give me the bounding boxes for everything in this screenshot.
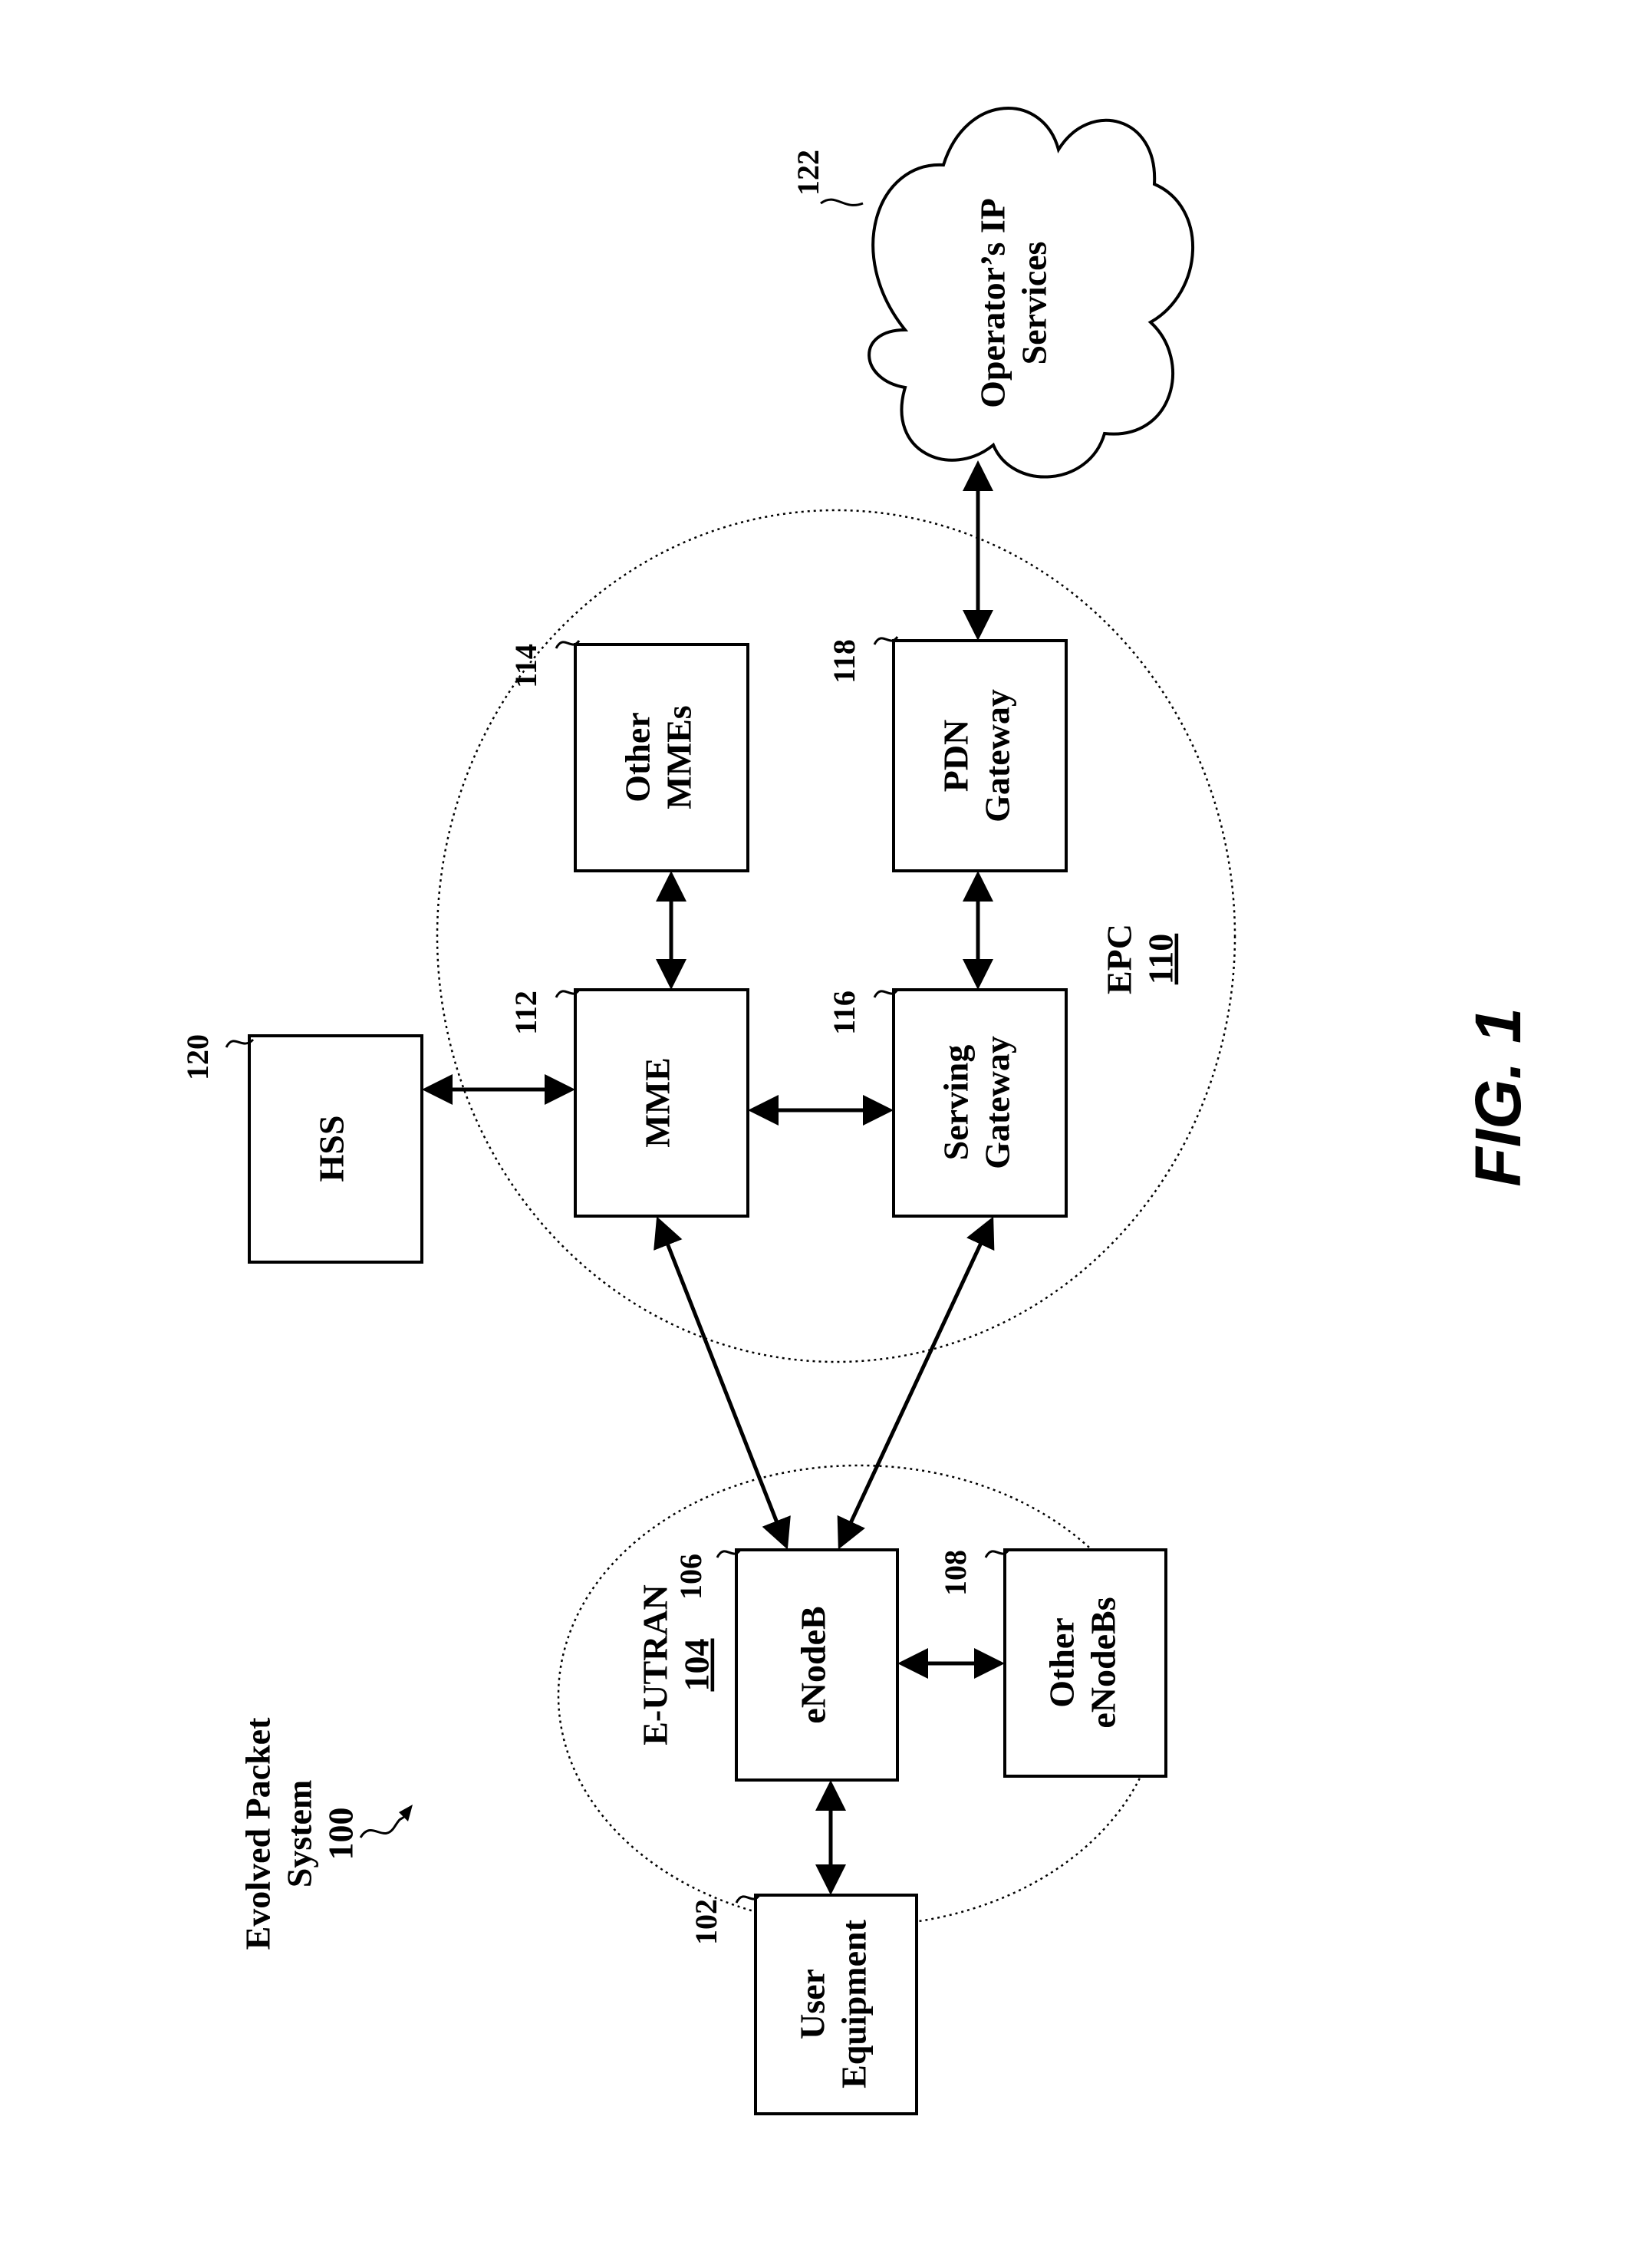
ref-118: 118 [827,639,861,684]
eutran-ref: 104 [677,1639,716,1692]
other-mmes-label-line2: MMEs [660,705,699,809]
ref-102: 102 [689,1899,723,1945]
ip-services-label-line2: Services [1015,242,1054,365]
pdn-gateway-label-line2: Gateway [978,689,1017,822]
ref-112: 112 [509,991,543,1035]
ref-120: 120 [180,1034,215,1080]
mme-enodeb-link [658,1220,786,1546]
epc-label: EPC [1100,924,1139,994]
figure-label: FIG. 1 [1462,1007,1534,1186]
pdn-gateway-label-line1: PDN [937,720,976,793]
user-equipment-label-line2: Equipment [835,1919,874,2088]
serving-gateway-label-line1: Serving [937,1045,976,1161]
system-label-line1: Evolved Packet [239,1717,278,1950]
other-enodebs-label-line1: Other [1042,1617,1082,1708]
system-pointer-arrow [361,1815,407,1838]
ref-114: 114 [509,644,543,688]
other-mmes-label-line1: Other [618,712,657,803]
epc-ref: 110 [1141,934,1180,984]
system-ref: 100 [321,1808,361,1861]
mme-label: MME [638,1057,677,1148]
ip-services-label-line1: Operator’s IP [973,198,1012,408]
other-enodebs-label-line2: eNodeBs [1084,1597,1123,1728]
ref-106: 106 [673,1554,708,1600]
ref-108: 108 [938,1550,973,1596]
eutran-label: E-UTRAN [636,1584,675,1746]
user-equipment-label-line1: User [793,1969,832,2039]
serving-gateway-label-line2: Gateway [978,1036,1017,1169]
ref-leader-122 [821,199,863,205]
sgw-enodeb-link [840,1220,992,1546]
system-label-line2: System [280,1780,319,1888]
enodeb-label: eNodeB [794,1606,833,1723]
ref-122: 122 [791,150,825,196]
ref-116: 116 [827,991,861,1035]
hss-label: HSS [312,1116,351,1182]
